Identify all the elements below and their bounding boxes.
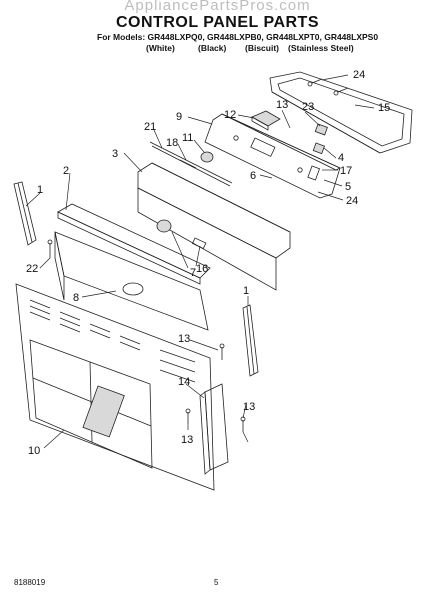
part-14-bracket xyxy=(199,383,229,475)
callout-10: 10 xyxy=(28,445,40,457)
callout-13: 13 xyxy=(276,99,288,111)
callout-16: 16 xyxy=(196,263,208,275)
callout-1: 1 xyxy=(37,184,43,196)
callout-13-right: 13 xyxy=(243,401,255,413)
finish-stainless-steel: (Stainless Steel) xyxy=(288,43,354,53)
page-number: 5 xyxy=(214,578,219,587)
part-13-screw-c xyxy=(240,416,246,432)
callout-23: 23 xyxy=(302,101,314,113)
part-11-knob-shaft xyxy=(200,151,214,163)
models-line: For Models: GR448LXPQ0, GR448LXPB0, GR44… xyxy=(97,32,379,42)
callout-13-bottom: 13 xyxy=(181,434,193,446)
callout-18: 18 xyxy=(166,137,178,149)
doc-number: 8188019 xyxy=(14,578,46,587)
part-4-switch xyxy=(312,142,325,155)
part-1-left-bracket xyxy=(13,181,37,246)
callout-12: 12 xyxy=(224,109,236,121)
part-23-component xyxy=(314,123,328,136)
part-18-spring xyxy=(179,159,197,169)
callout-13-mid: 13 xyxy=(178,333,190,345)
callout-numbers: 24 15 23 9 12 13 21 18 11 3 4 17 6 5 24 … xyxy=(26,69,390,457)
part-24-screws xyxy=(307,78,349,96)
part-17-clip xyxy=(307,165,321,181)
callout-8: 8 xyxy=(73,292,79,304)
callout-9: 9 xyxy=(176,111,182,123)
part-15-trim xyxy=(269,71,413,154)
part-12-display xyxy=(251,110,281,131)
watermark: AppliancePartsPros.com xyxy=(124,0,311,14)
callout-24: 24 xyxy=(353,69,365,81)
callout-4: 4 xyxy=(338,152,344,164)
callout-2: 2 xyxy=(63,165,69,177)
callout-1-right: 1 xyxy=(243,285,249,297)
finish-biscuit: (Biscuit) xyxy=(245,43,279,53)
part-8-back-panel xyxy=(54,231,209,331)
part-13-screw-a xyxy=(219,343,225,360)
callout-24-lower: 24 xyxy=(346,195,358,207)
page-title: CONTROL PANEL PARTS xyxy=(116,14,319,31)
part-1-right-bracket xyxy=(242,304,259,377)
callout-15: 15 xyxy=(378,102,390,114)
callout-21: 21 xyxy=(144,121,156,133)
callout-11: 11 xyxy=(182,132,193,144)
callout-14: 14 xyxy=(178,376,190,388)
callout-7: 7 xyxy=(190,267,196,279)
callout-5: 5 xyxy=(345,181,351,193)
leader-lines xyxy=(25,74,375,449)
finish-white: (White) xyxy=(146,43,175,53)
part-2-top-rail xyxy=(57,203,211,285)
callout-3: 3 xyxy=(112,148,118,160)
part-3-control-housing xyxy=(137,162,291,291)
callout-22: 22 xyxy=(26,263,38,275)
part-21-rod xyxy=(149,141,233,187)
callout-17: 17 xyxy=(340,165,352,177)
part-10-front-panel xyxy=(15,283,215,491)
part-13-screw-b xyxy=(185,408,191,424)
callout-6: 6 xyxy=(250,170,256,182)
part-22-screw xyxy=(47,239,53,258)
finish-black: (Black) xyxy=(198,43,227,53)
